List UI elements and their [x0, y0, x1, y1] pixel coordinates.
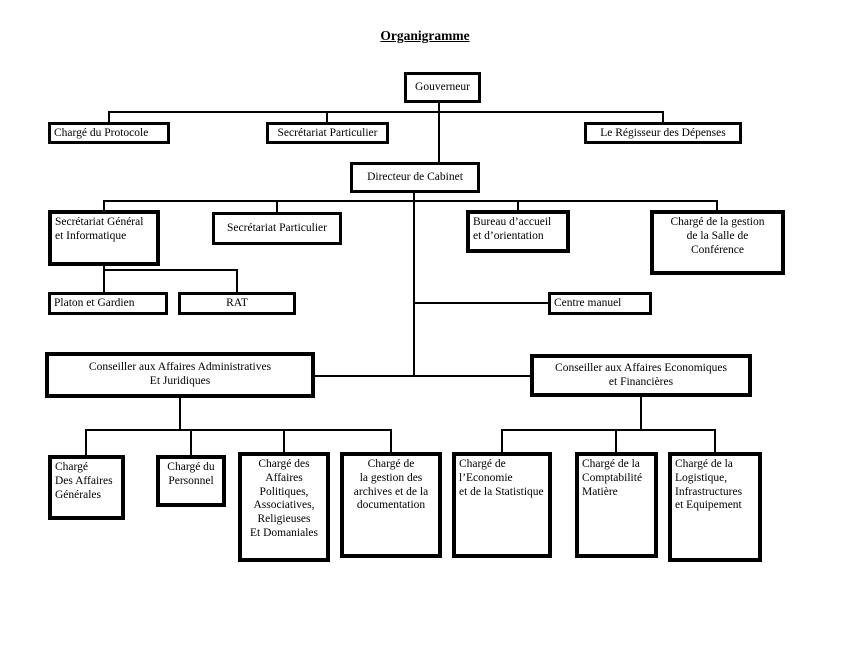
connector-line	[326, 111, 328, 122]
connector-line	[714, 429, 716, 452]
connector-line	[236, 269, 238, 292]
connector-line	[103, 200, 105, 210]
node-centre-manuel: Centre manuel	[548, 292, 652, 315]
connector-line	[179, 398, 181, 431]
connector-line	[438, 103, 440, 163]
node-charge-du-personnel: Chargé du Personnel	[156, 455, 226, 507]
connector-line	[85, 429, 87, 455]
connector-line	[103, 269, 238, 271]
connector-line	[716, 200, 718, 210]
node-charge-affaires-politiques: Chargé des Affaires Politiques, Associat…	[238, 452, 330, 562]
node-charge-affaires-generales: Chargé Des Affaires Générales	[48, 455, 125, 520]
node-charge-gestion-salle-conference: Chargé de la gestion de la Salle de Conf…	[650, 210, 785, 275]
connector-line	[662, 111, 664, 122]
connector-line	[85, 429, 392, 431]
node-bureau-accueil-orientation: Bureau d’accueil et d’orientation	[466, 210, 570, 253]
node-directeur-de-cabinet: Directeur de Cabinet	[350, 162, 480, 193]
connector-line	[501, 429, 716, 431]
node-charge-logistique-infrastructures: Chargé de la Logistique, Infrastructures…	[668, 452, 762, 562]
node-conseiller-affaires-administratives: Conseiller aux Affaires Administratives …	[45, 352, 315, 398]
node-charge-comptabilite-matiere: Chargé de la Comptabilité Matière	[575, 452, 658, 558]
connector-line	[640, 397, 642, 431]
node-regisseur-des-depenses: Le Régisseur des Dépenses	[584, 122, 742, 144]
connector-line	[190, 429, 192, 455]
chart-title: Organigramme	[380, 28, 470, 43]
connector-line	[315, 375, 530, 377]
connector-line	[276, 200, 278, 212]
connector-line	[108, 111, 110, 122]
node-rat: RAT	[178, 292, 296, 315]
connector-line	[103, 266, 105, 292]
connector-line	[517, 200, 519, 210]
connector-line	[413, 193, 415, 377]
connector-line	[283, 429, 285, 452]
connector-line	[501, 429, 503, 452]
connector-line	[413, 302, 549, 304]
node-conseiller-affaires-economiques: Conseiller aux Affaires Economiques et F…	[530, 354, 752, 397]
node-platon-et-gardien: Platon et Gardien	[48, 292, 168, 315]
connector-line	[615, 429, 617, 452]
node-charge-economie-statistique: Chargé de l’Economie et de la Statistiqu…	[452, 452, 552, 558]
connector-line	[103, 200, 718, 202]
node-secretariat-general-informatique: Secrétariat Général et Informatique	[48, 210, 160, 266]
node-secretariat-particulier-cabinet: Secrétariat Particulier	[212, 212, 342, 245]
node-secretariat-particulier-haut: Secrétariat Particulier	[266, 122, 389, 144]
connector-line	[108, 111, 664, 113]
node-gouverneur: Gouverneur	[404, 72, 481, 103]
node-charge-du-protocole: Chargé du Protocole	[48, 122, 170, 144]
node-charge-gestion-archives: Chargé de la gestion des archives et de …	[340, 452, 442, 558]
connector-line	[390, 429, 392, 452]
